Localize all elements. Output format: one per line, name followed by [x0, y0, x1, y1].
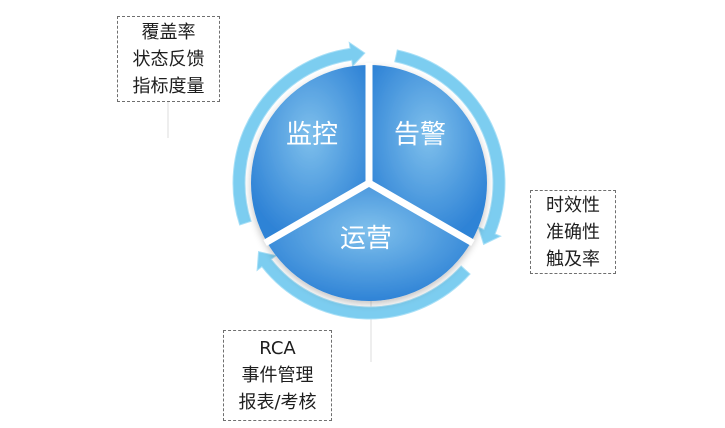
cycle-arrow-0: [232, 41, 366, 226]
segment-divider-1: [367, 179, 475, 247]
note-reports-assessment: 报表/考核: [238, 392, 317, 413]
operations-notes-box: RCA 事件管理 报表/考核: [223, 330, 332, 421]
cycle-arrow-ring: [232, 41, 506, 320]
cycle-arrow-2: [256, 250, 471, 320]
note-metric-measurement: 指标度量: [132, 75, 205, 97]
note-reach-rate: 触及率: [546, 248, 600, 270]
segment-label-operations: 运营: [340, 224, 392, 254]
note-coverage: 覆盖率: [141, 21, 196, 43]
alert-notes-box: 时效性 准确性 触及率: [530, 190, 616, 274]
note-status-feedback: 状态反馈: [132, 48, 205, 70]
segment-dividers: [263, 63, 475, 247]
segment-divider-2: [263, 179, 371, 247]
monitor-notes-box: 覆盖率 状态反馈 指标度量: [117, 16, 220, 102]
note-timeliness: 时效性: [546, 194, 600, 216]
cycle-arrow-1: [394, 49, 506, 246]
segment-label-alert: 告警: [394, 120, 446, 150]
segment-label-monitor: 监控: [286, 120, 338, 150]
note-incident-management: 事件管理: [241, 365, 314, 386]
note-accuracy: 准确性: [546, 221, 600, 243]
note-rca: RCA: [259, 338, 296, 359]
